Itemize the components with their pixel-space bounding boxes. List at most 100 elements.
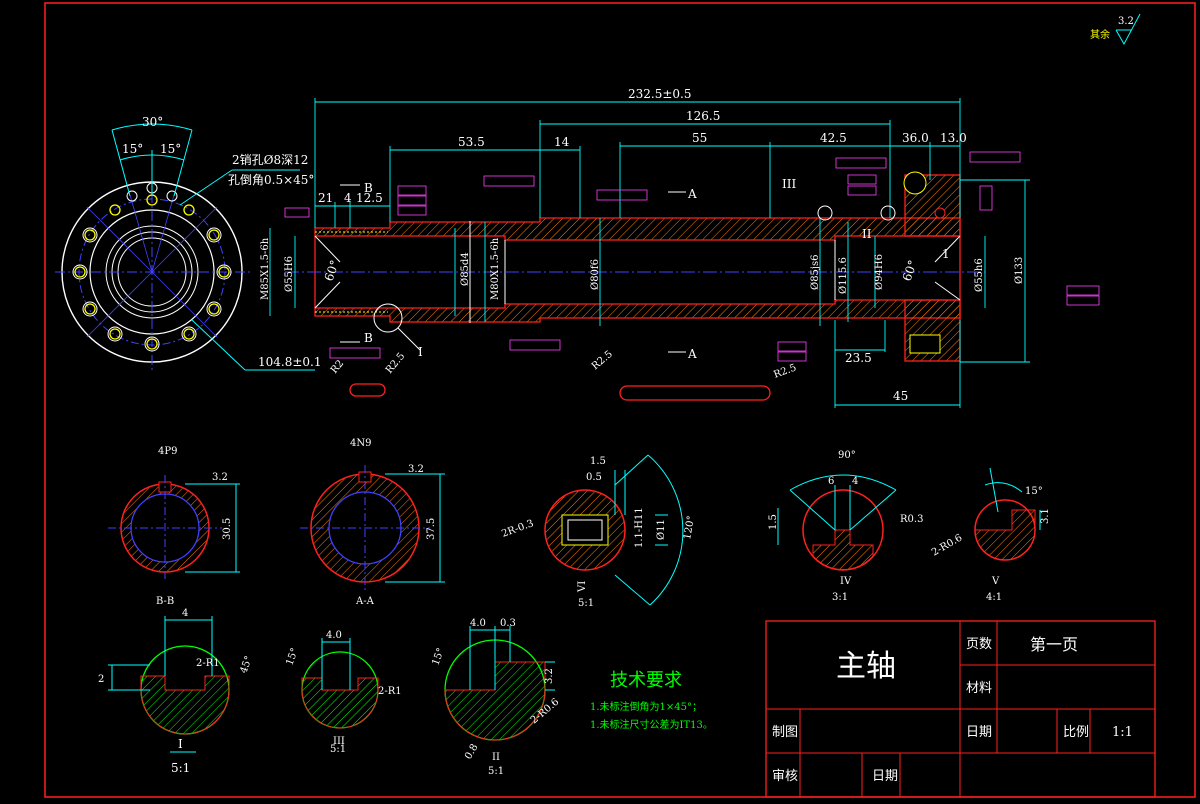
svg-text:IV: IV: [840, 576, 852, 587]
svg-text:材料: 材料: [966, 681, 992, 696]
svg-text:3.2: 3.2: [1118, 16, 1134, 27]
svg-text:制图: 制图: [772, 725, 798, 740]
svg-text:Ø115.6: Ø115.6: [838, 257, 849, 294]
svg-text:B-B: B-B: [156, 596, 174, 607]
svg-text:I: I: [418, 345, 423, 359]
svg-text:II: II: [492, 752, 500, 763]
svg-text:3.2: 3.2: [544, 668, 555, 684]
svg-text:Ø133: Ø133: [1014, 257, 1025, 284]
svg-text:5:1: 5:1: [330, 744, 346, 755]
svg-text:37.5: 37.5: [426, 518, 437, 540]
technical-requirements: 技术要求 1.未标注倒角为1×45°； 1.未标注尺寸公差为IT13。: [590, 670, 713, 731]
svg-text:R2.5: R2.5: [590, 349, 615, 372]
svg-text:3:1: 3:1: [832, 592, 848, 603]
detail-iv: 90° 6 4 1.5 R0.3 IV 3:1: [768, 450, 923, 603]
detail-v: 15° 3.1 2-R0.6 V 4:1: [930, 467, 1051, 603]
svg-text:6: 6: [828, 476, 834, 487]
svg-text:5:1: 5:1: [488, 766, 504, 777]
roughness-mark: 3.2 其余: [1090, 13, 1141, 46]
svg-text:104.8±0.1: 104.8±0.1: [258, 355, 322, 369]
svg-text:5:1: 5:1: [171, 761, 190, 775]
svg-text:A: A: [687, 187, 697, 201]
svg-text:M80X1.5-6h: M80X1.5-6h: [490, 237, 501, 300]
detail-vi: 1.5 0.5 2R-0.3 1.1-H11 Ø11 120° VI 5:1: [500, 454, 697, 609]
svg-text:技术要求: 技术要求: [610, 670, 682, 691]
svg-text:Ø85d4: Ø85d4: [460, 252, 471, 286]
svg-text:2-R0.6: 2-R0.6: [930, 532, 964, 558]
svg-text:VI: VI: [577, 581, 588, 593]
svg-text:120°: 120°: [682, 515, 697, 541]
svg-text:3.2: 3.2: [408, 464, 424, 475]
svg-text:23.5: 23.5: [845, 351, 872, 365]
section-bb: 4P9 3.2 30.5 B-B: [108, 446, 240, 607]
svg-text:主轴: 主轴: [836, 649, 896, 684]
detail-ii: 4.0 0.3 3.2 15° 2-R0.6 0.8 II 5:1: [430, 618, 561, 777]
svg-text:42.5: 42.5: [820, 131, 847, 145]
svg-text:2: 2: [98, 674, 104, 685]
svg-text:A: A: [687, 347, 697, 361]
svg-text:0.8: 0.8: [463, 742, 480, 761]
svg-text:36.0: 36.0: [902, 131, 929, 145]
svg-text:1.5: 1.5: [590, 456, 606, 467]
svg-text:4.0: 4.0: [326, 630, 342, 641]
svg-text:232.5±0.5: 232.5±0.5: [628, 87, 692, 101]
svg-text:60°: 60°: [322, 258, 342, 283]
svg-text:R2: R2: [329, 358, 346, 376]
svg-text:30°: 30°: [142, 115, 163, 129]
svg-text:45°: 45°: [238, 655, 254, 675]
svg-text:R0.3: R0.3: [900, 514, 923, 525]
detail-iii: 4.0 15° 2-R1 III 5:1: [284, 630, 401, 755]
svg-text:4:1: 4:1: [986, 592, 1002, 603]
svg-text:0.3: 0.3: [500, 618, 516, 629]
svg-text:B: B: [364, 181, 373, 195]
svg-text:30.5: 30.5: [222, 518, 233, 540]
svg-text:53.5: 53.5: [458, 135, 485, 149]
svg-text:1:1: 1:1: [1112, 725, 1133, 740]
svg-text:55: 55: [692, 131, 707, 145]
svg-text:Ø55h6: Ø55h6: [974, 258, 985, 292]
svg-text:比例: 比例: [1063, 725, 1089, 740]
svg-text:2R-0.3: 2R-0.3: [500, 518, 535, 540]
svg-text:R2.5: R2.5: [772, 362, 798, 380]
svg-text:A-A: A-A: [355, 596, 375, 607]
svg-text:Ø11: Ø11: [656, 519, 667, 540]
svg-text:2-R1: 2-R1: [378, 686, 402, 697]
svg-text:15°: 15°: [122, 142, 143, 156]
svg-text:14: 14: [554, 135, 570, 149]
svg-text:II: II: [862, 227, 872, 241]
svg-text:Ø80f6: Ø80f6: [590, 259, 601, 290]
svg-text:V: V: [991, 576, 1000, 587]
svg-text:Ø55H6: Ø55H6: [284, 256, 295, 292]
svg-text:15°: 15°: [160, 142, 181, 156]
svg-text:审核: 审核: [772, 769, 798, 784]
shaft-main-view: 232.5±0.5 126.5 53.5 14 55 42.5 36.0 13.…: [260, 87, 1100, 408]
svg-text:3.2: 3.2: [212, 472, 228, 483]
svg-text:15°: 15°: [284, 647, 300, 667]
svg-text:Ø85js6: Ø85js6: [810, 254, 821, 290]
svg-text:I: I: [178, 737, 183, 751]
svg-text:其余: 其余: [1090, 28, 1110, 41]
svg-text:45: 45: [893, 389, 908, 403]
svg-text:2-R1: 2-R1: [196, 658, 220, 669]
svg-text:126.5: 126.5: [686, 109, 720, 123]
svg-text:21: 21: [318, 191, 333, 205]
svg-text:4: 4: [344, 191, 352, 205]
svg-text:M85X1.5-6h: M85X1.5-6h: [260, 237, 271, 300]
svg-text:III: III: [333, 736, 345, 747]
svg-text:日期: 日期: [966, 725, 992, 740]
svg-text:3.1: 3.1: [1040, 508, 1051, 524]
svg-text:1: 1: [942, 247, 950, 261]
svg-text:Ø94H6: Ø94H6: [874, 254, 885, 290]
svg-text:R2.5: R2.5: [384, 351, 407, 376]
svg-text:第一页: 第一页: [1030, 635, 1078, 654]
svg-text:13.0: 13.0: [940, 131, 967, 145]
svg-text:60°: 60°: [900, 258, 920, 283]
svg-text:12.5: 12.5: [356, 191, 383, 205]
svg-text:5:1: 5:1: [578, 598, 594, 609]
svg-text:4P9: 4P9: [158, 446, 177, 457]
svg-text:III: III: [782, 177, 796, 191]
section-aa: 4N9 3.2 37.5 A-A: [300, 438, 445, 607]
svg-text:4.0: 4.0: [470, 618, 486, 629]
